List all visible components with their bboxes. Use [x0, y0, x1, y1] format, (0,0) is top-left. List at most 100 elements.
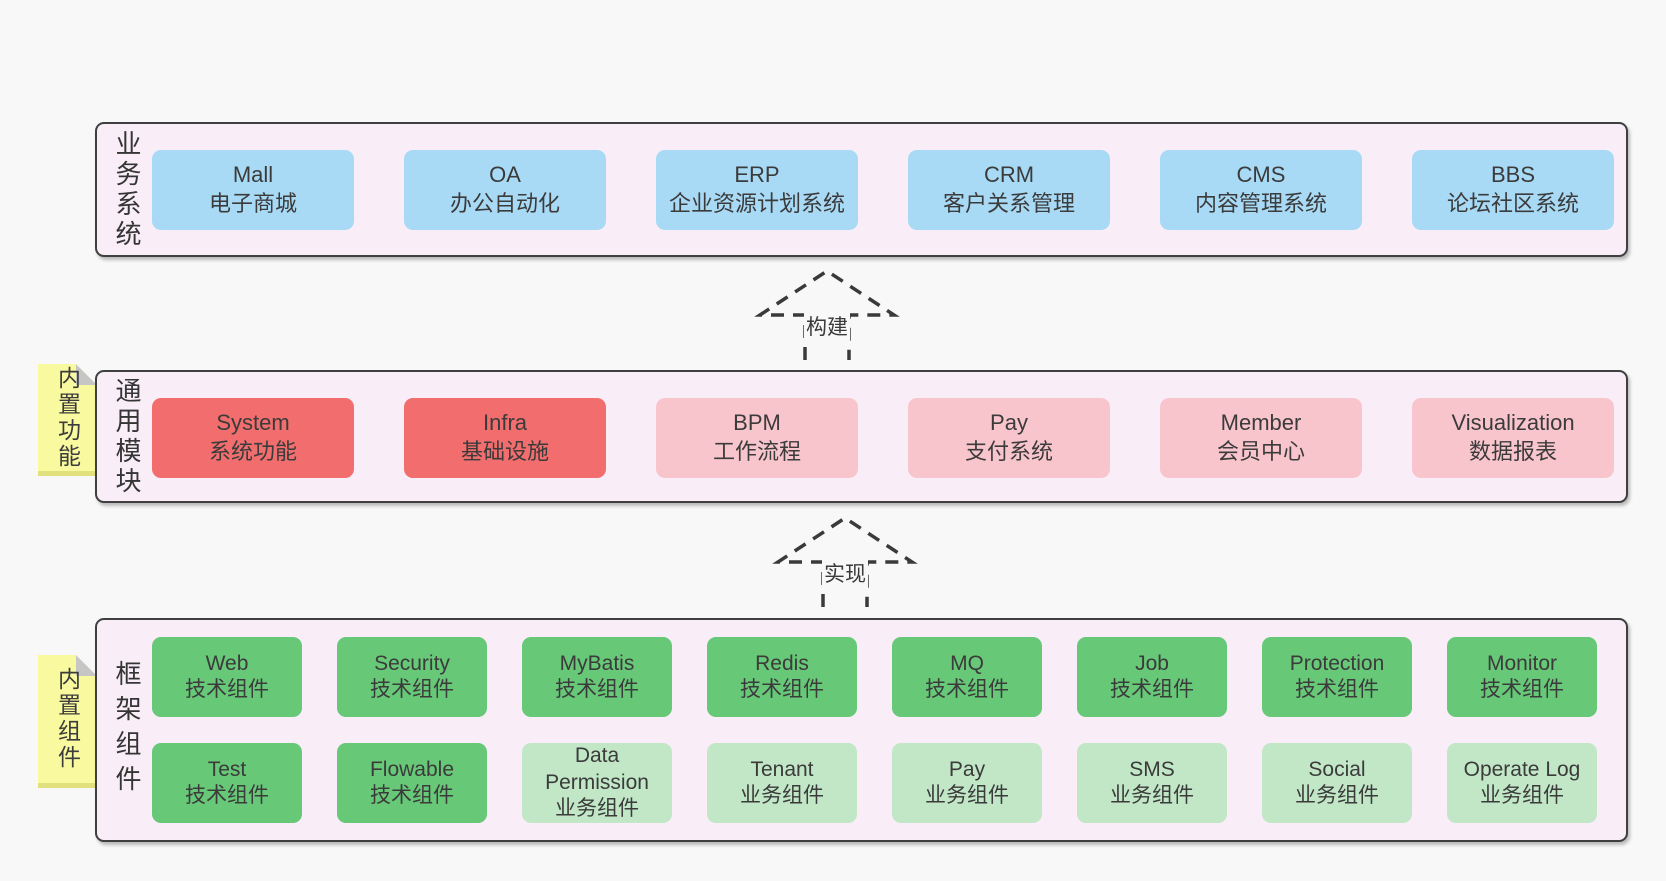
box-subtitle: 业务组件 — [1480, 784, 1564, 807]
box-subtitle: 技术组件 — [740, 678, 824, 701]
box-title: System — [216, 410, 290, 436]
box-title: Redis — [755, 651, 809, 675]
box-title: Operate Log — [1463, 757, 1581, 781]
box-title: BBS — [1490, 162, 1536, 188]
box-crm: CRM 客户关系管理 — [908, 150, 1110, 230]
box-title: Social — [1308, 757, 1366, 781]
business-boxes-row: Mall 电子商城 OA 办公自动化 ERP 企业资源计划系统 CRM 客户关系… — [152, 150, 1614, 230]
box-subtitle: 办公自动化 — [449, 191, 560, 216]
panel-side-label: 框架组件 — [112, 660, 142, 800]
box-protection: Protection 技术组件 — [1262, 637, 1412, 717]
box-subtitle: 会员中心 — [1216, 439, 1305, 464]
box-subtitle: 业务组件 — [740, 784, 824, 807]
box-title: MyBatis — [559, 651, 635, 675]
box-subtitle: 内容管理系统 — [1194, 191, 1327, 216]
sticky-label: 内置功能 — [54, 365, 81, 470]
box-flowable: Flowable 技术组件 — [337, 743, 487, 823]
box-member: Member 会员中心 — [1160, 398, 1362, 478]
box-title: Pay — [948, 757, 986, 781]
box-subtitle: 基础设施 — [460, 439, 549, 464]
box-operate-log: Operate Log 业务组件 — [1447, 743, 1597, 823]
box-subtitle: 技术组件 — [1295, 678, 1379, 701]
box-title: Data Permission — [545, 744, 649, 794]
box-mybatis: MyBatis 技术组件 — [522, 637, 672, 717]
box-title: Job — [1135, 651, 1169, 675]
box-subtitle: 系统功能 — [208, 439, 297, 464]
box-system: System 系统功能 — [152, 398, 354, 478]
box-title: Protection — [1289, 651, 1385, 675]
box-mall: Mall 电子商城 — [152, 150, 354, 230]
box-web: Web 技术组件 — [152, 637, 302, 717]
business-systems-panel: 业务系统 Mall 电子商城 OA 办公自动化 ERP 企业资源计划系统 CRM… — [95, 122, 1628, 257]
box-title: Tenant — [750, 757, 814, 781]
box-subtitle: 技术组件 — [370, 784, 454, 807]
arrow-label: 实现 — [822, 558, 868, 588]
box-title: CRM — [983, 162, 1035, 188]
box-title: MQ — [950, 651, 984, 675]
box-subtitle: 技术组件 — [370, 678, 454, 701]
box-test: Test 技术组件 — [152, 743, 302, 823]
box-subtitle: 工作流程 — [712, 439, 801, 464]
box-cms: CMS 内容管理系统 — [1160, 150, 1362, 230]
components-row-2: Test 技术组件 Flowable 技术组件 Data Permission … — [152, 743, 1597, 823]
box-mq: MQ 技术组件 — [892, 637, 1042, 717]
box-title: Test — [207, 757, 247, 781]
box-subtitle: 技术组件 — [185, 784, 269, 807]
box-subtitle: 数据报表 — [1468, 439, 1557, 464]
components-row-1: Web 技术组件 Security 技术组件 MyBatis 技术组件 Redi… — [152, 637, 1597, 717]
sticky-note-builtin-components: 内置组件 — [38, 655, 97, 788]
box-sms: SMS 业务组件 — [1077, 743, 1227, 823]
box-tenant: Tenant 业务组件 — [707, 743, 857, 823]
box-subtitle: 支付系统 — [964, 439, 1053, 464]
box-title: CMS — [1236, 162, 1286, 188]
sticky-note-builtin-features: 内置功能 — [38, 364, 97, 476]
box-infra: Infra 基础设施 — [404, 398, 606, 478]
box-visualization: Visualization 数据报表 — [1412, 398, 1614, 478]
box-subtitle: 业务组件 — [1110, 784, 1194, 807]
box-subtitle: 客户关系管理 — [942, 191, 1075, 216]
box-security: Security 技术组件 — [337, 637, 487, 717]
box-erp: ERP 企业资源计划系统 — [656, 150, 858, 230]
box-subtitle: 电子商城 — [208, 191, 297, 216]
build-arrow: 构建 — [752, 265, 902, 360]
box-subtitle: 技术组件 — [925, 678, 1009, 701]
box-title: Monitor — [1486, 651, 1558, 675]
panel-side-label: 通用模块 — [112, 376, 142, 497]
box-job: Job 技术组件 — [1077, 637, 1227, 717]
sticky-label: 内置组件 — [54, 667, 81, 771]
box-title: Web — [205, 651, 249, 675]
box-title: Security — [374, 651, 450, 675]
box-subtitle: 业务组件 — [1295, 784, 1379, 807]
box-bbs: BBS 论坛社区系统 — [1412, 150, 1614, 230]
box-title: ERP — [734, 162, 780, 188]
box-subtitle: 业务组件 — [925, 784, 1009, 807]
box-subtitle: 论坛社区系统 — [1446, 191, 1579, 216]
panel-side-label: 业务系统 — [112, 129, 142, 250]
box-subtitle: 技术组件 — [1480, 678, 1564, 701]
arrow-label: 构建 — [804, 311, 850, 341]
box-pay-component: Pay 业务组件 — [892, 743, 1042, 823]
box-subtitle: 技术组件 — [1110, 678, 1194, 701]
box-subtitle: 企业资源计划系统 — [668, 191, 845, 216]
common-modules-panel: 通用模块 System 系统功能 Infra 基础设施 BPM 工作流程 Pay… — [95, 370, 1628, 503]
box-title: Mall — [232, 162, 274, 188]
box-title: Visualization — [1451, 410, 1575, 436]
box-social: Social 业务组件 — [1262, 743, 1412, 823]
box-title: OA — [489, 162, 521, 188]
box-title: Member — [1220, 410, 1302, 436]
box-bpm: BPM 工作流程 — [656, 398, 858, 478]
implement-arrow: 实现 — [770, 512, 920, 607]
box-title: SMS — [1129, 757, 1175, 781]
box-subtitle: 业务组件 — [555, 797, 639, 821]
box-title: Infra — [482, 410, 528, 436]
framework-components-panel: 框架组件 Web 技术组件 Security 技术组件 MyBatis 技术组件… — [95, 618, 1628, 842]
box-title: BPM — [733, 410, 781, 436]
box-subtitle: 技术组件 — [555, 678, 639, 701]
box-pay: Pay 支付系统 — [908, 398, 1110, 478]
box-oa: OA 办公自动化 — [404, 150, 606, 230]
box-title: Pay — [990, 410, 1028, 436]
box-title: Flowable — [369, 757, 455, 781]
box-data-permission: Data Permission 业务组件 — [522, 743, 672, 823]
modules-boxes-row: System 系统功能 Infra 基础设施 BPM 工作流程 Pay 支付系统… — [152, 398, 1614, 478]
